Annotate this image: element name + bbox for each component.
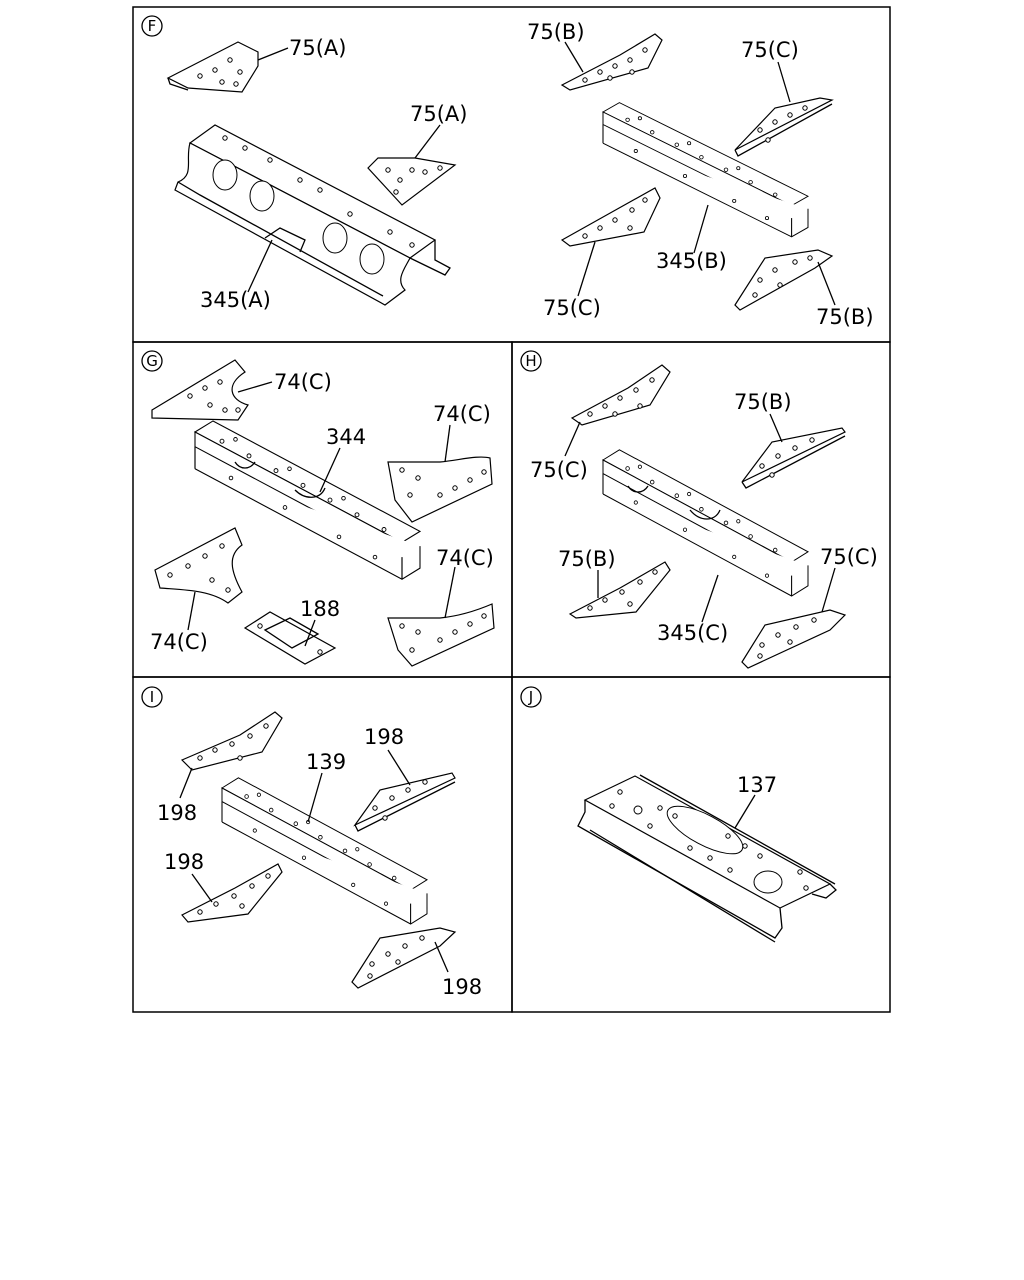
part-198-plate-3 xyxy=(181,863,283,923)
label-345c: 345(C) xyxy=(657,621,728,645)
label-75b-h2: 75(B) xyxy=(558,547,616,571)
label-75b-1: 75(B) xyxy=(527,20,585,44)
part-74c-plate-3 xyxy=(154,527,243,604)
part-75a-plate-1 xyxy=(166,41,259,93)
part-198-plate-1 xyxy=(180,711,283,771)
part-75c-plate-2 xyxy=(560,187,661,247)
part-344-beam xyxy=(194,420,421,580)
label-74c-3: 74(C) xyxy=(436,546,494,570)
part-75b-plate-3 xyxy=(741,427,846,489)
label-74c-1: 74(C) xyxy=(274,370,332,394)
label-75a-1: 75(A) xyxy=(289,36,346,60)
label-75a-2: 75(A) xyxy=(410,102,467,126)
part-188-bracket xyxy=(243,611,337,665)
part-75c-plate-4 xyxy=(741,609,847,669)
part-75b-plate-2 xyxy=(734,249,834,311)
part-74c-plate-1 xyxy=(151,359,249,421)
part-345a-beam xyxy=(174,124,451,306)
label-198-3: 198 xyxy=(164,850,204,874)
section-g: G 74(C) 344 xyxy=(141,350,495,667)
label-344: 344 xyxy=(326,425,366,449)
label-345b: 345(B) xyxy=(656,249,727,273)
svg-text:I: I xyxy=(150,688,154,706)
section-g-marker: G xyxy=(141,350,163,372)
svg-text:H: H xyxy=(525,352,536,370)
svg-text:G: G xyxy=(146,352,158,370)
part-345c-beam xyxy=(602,449,809,597)
label-75b-2: 75(B) xyxy=(816,305,874,329)
label-345a: 345(A) xyxy=(200,288,271,312)
svg-text:F: F xyxy=(148,17,157,35)
label-198-2: 198 xyxy=(364,725,404,749)
label-75c-1: 75(C) xyxy=(741,38,799,62)
label-198-4: 198 xyxy=(442,975,482,999)
label-75b-h1: 75(B) xyxy=(734,390,792,414)
label-74c-4: 74(C) xyxy=(150,630,208,654)
label-188: 188 xyxy=(300,597,340,621)
part-198-plate-2 xyxy=(353,772,456,832)
label-137: 137 xyxy=(737,773,777,797)
part-75b-plate-4 xyxy=(568,561,671,619)
label-74c-2: 74(C) xyxy=(433,402,491,426)
section-i-marker: I xyxy=(141,686,163,708)
part-137-beam xyxy=(577,774,837,943)
section-f-marker: F xyxy=(141,15,163,37)
section-h-marker: H xyxy=(520,350,542,372)
part-75b-plate-1 xyxy=(560,33,663,91)
section-i: I 198 139 198 xyxy=(141,686,482,999)
part-74c-plate-4 xyxy=(387,603,495,667)
section-j: J 137 xyxy=(520,686,837,943)
part-74c-plate-2 xyxy=(387,456,493,523)
svg-text:J: J xyxy=(528,688,533,706)
part-75c-plate-1 xyxy=(734,97,834,157)
label-198-1: 198 xyxy=(157,801,197,825)
label-75c-2: 75(C) xyxy=(543,296,601,320)
part-198-plate-4 xyxy=(351,927,457,989)
label-75c-h2: 75(C) xyxy=(820,545,878,569)
label-139: 139 xyxy=(306,750,346,774)
label-75c-h1: 75(C) xyxy=(530,458,588,482)
part-75c-plate-3 xyxy=(570,364,671,426)
part-75a-plate-2 xyxy=(367,157,457,206)
frame-grid xyxy=(132,6,891,1013)
section-h: H 75(C) 75(B) xyxy=(520,350,878,669)
section-j-marker: J xyxy=(520,686,542,708)
section-f: F 75(A) 75(A) xyxy=(141,15,874,329)
